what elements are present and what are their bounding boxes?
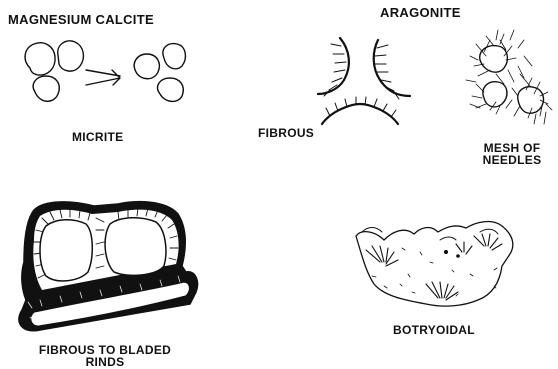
fibrous-illustration	[316, 36, 412, 126]
rind-fibers	[33, 207, 179, 279]
label-fibrous: FIBROUS	[258, 126, 315, 140]
label-fibrous-to-bladed-rinds: FIBROUS TO BLADED RINDS	[20, 344, 190, 368]
fibrous-grain-edge	[316, 36, 350, 96]
heading-aragonite: ARAGONITE	[380, 5, 461, 20]
label-botryoidal: BOTRYOIDAL	[393, 323, 475, 337]
mesh-grain	[479, 44, 509, 73]
botryoidal-fine-marks	[371, 247, 498, 297]
micrite-illustration	[24, 40, 187, 103]
label-rinds-line2: RINDS	[85, 355, 125, 369]
mesh-of-needles-illustration	[465, 29, 553, 125]
fibrous-needles	[323, 43, 400, 118]
micrite-arrow	[85, 69, 121, 86]
mesh-grain	[517, 86, 545, 114]
micrite-grain	[156, 77, 184, 103]
mesh-needles	[465, 29, 553, 125]
botryoidal-dot	[443, 249, 449, 255]
rind-grain-right	[104, 217, 167, 277]
botryoidal-upper-edge	[361, 227, 499, 241]
rind-shell-fragment	[29, 281, 191, 327]
micrite-grain	[24, 42, 56, 76]
rind-shell-hatching	[27, 275, 181, 319]
heading-magnesium-calcite: MAGNESIUM CALCITE	[8, 12, 154, 27]
rind-grain-left	[39, 219, 93, 282]
fibrous-grain-edge	[320, 102, 400, 126]
micrite-grain	[133, 53, 161, 80]
label-mesh-line2: NEEDLES	[482, 153, 542, 167]
bladed-rinds-illustration	[18, 200, 199, 332]
botryoidal-fans	[365, 233, 503, 301]
mesh-grain	[482, 81, 508, 108]
micrite-grain	[162, 42, 187, 70]
label-rinds-line1: FIBROUS TO BLADED	[38, 343, 172, 357]
micrite-grain	[32, 75, 60, 102]
label-micrite: MICRITE	[72, 130, 124, 144]
botryoidal-illustration	[355, 220, 514, 307]
fibrous-grain-edge	[372, 38, 412, 98]
label-mesh-of-needles: MESH OF NEEDLES	[472, 142, 552, 166]
micrite-grain	[57, 40, 85, 72]
label-mesh-line1: MESH OF	[483, 141, 541, 155]
botryoidal-cavity-outline	[355, 220, 514, 307]
botryoidal-dot	[456, 254, 460, 258]
